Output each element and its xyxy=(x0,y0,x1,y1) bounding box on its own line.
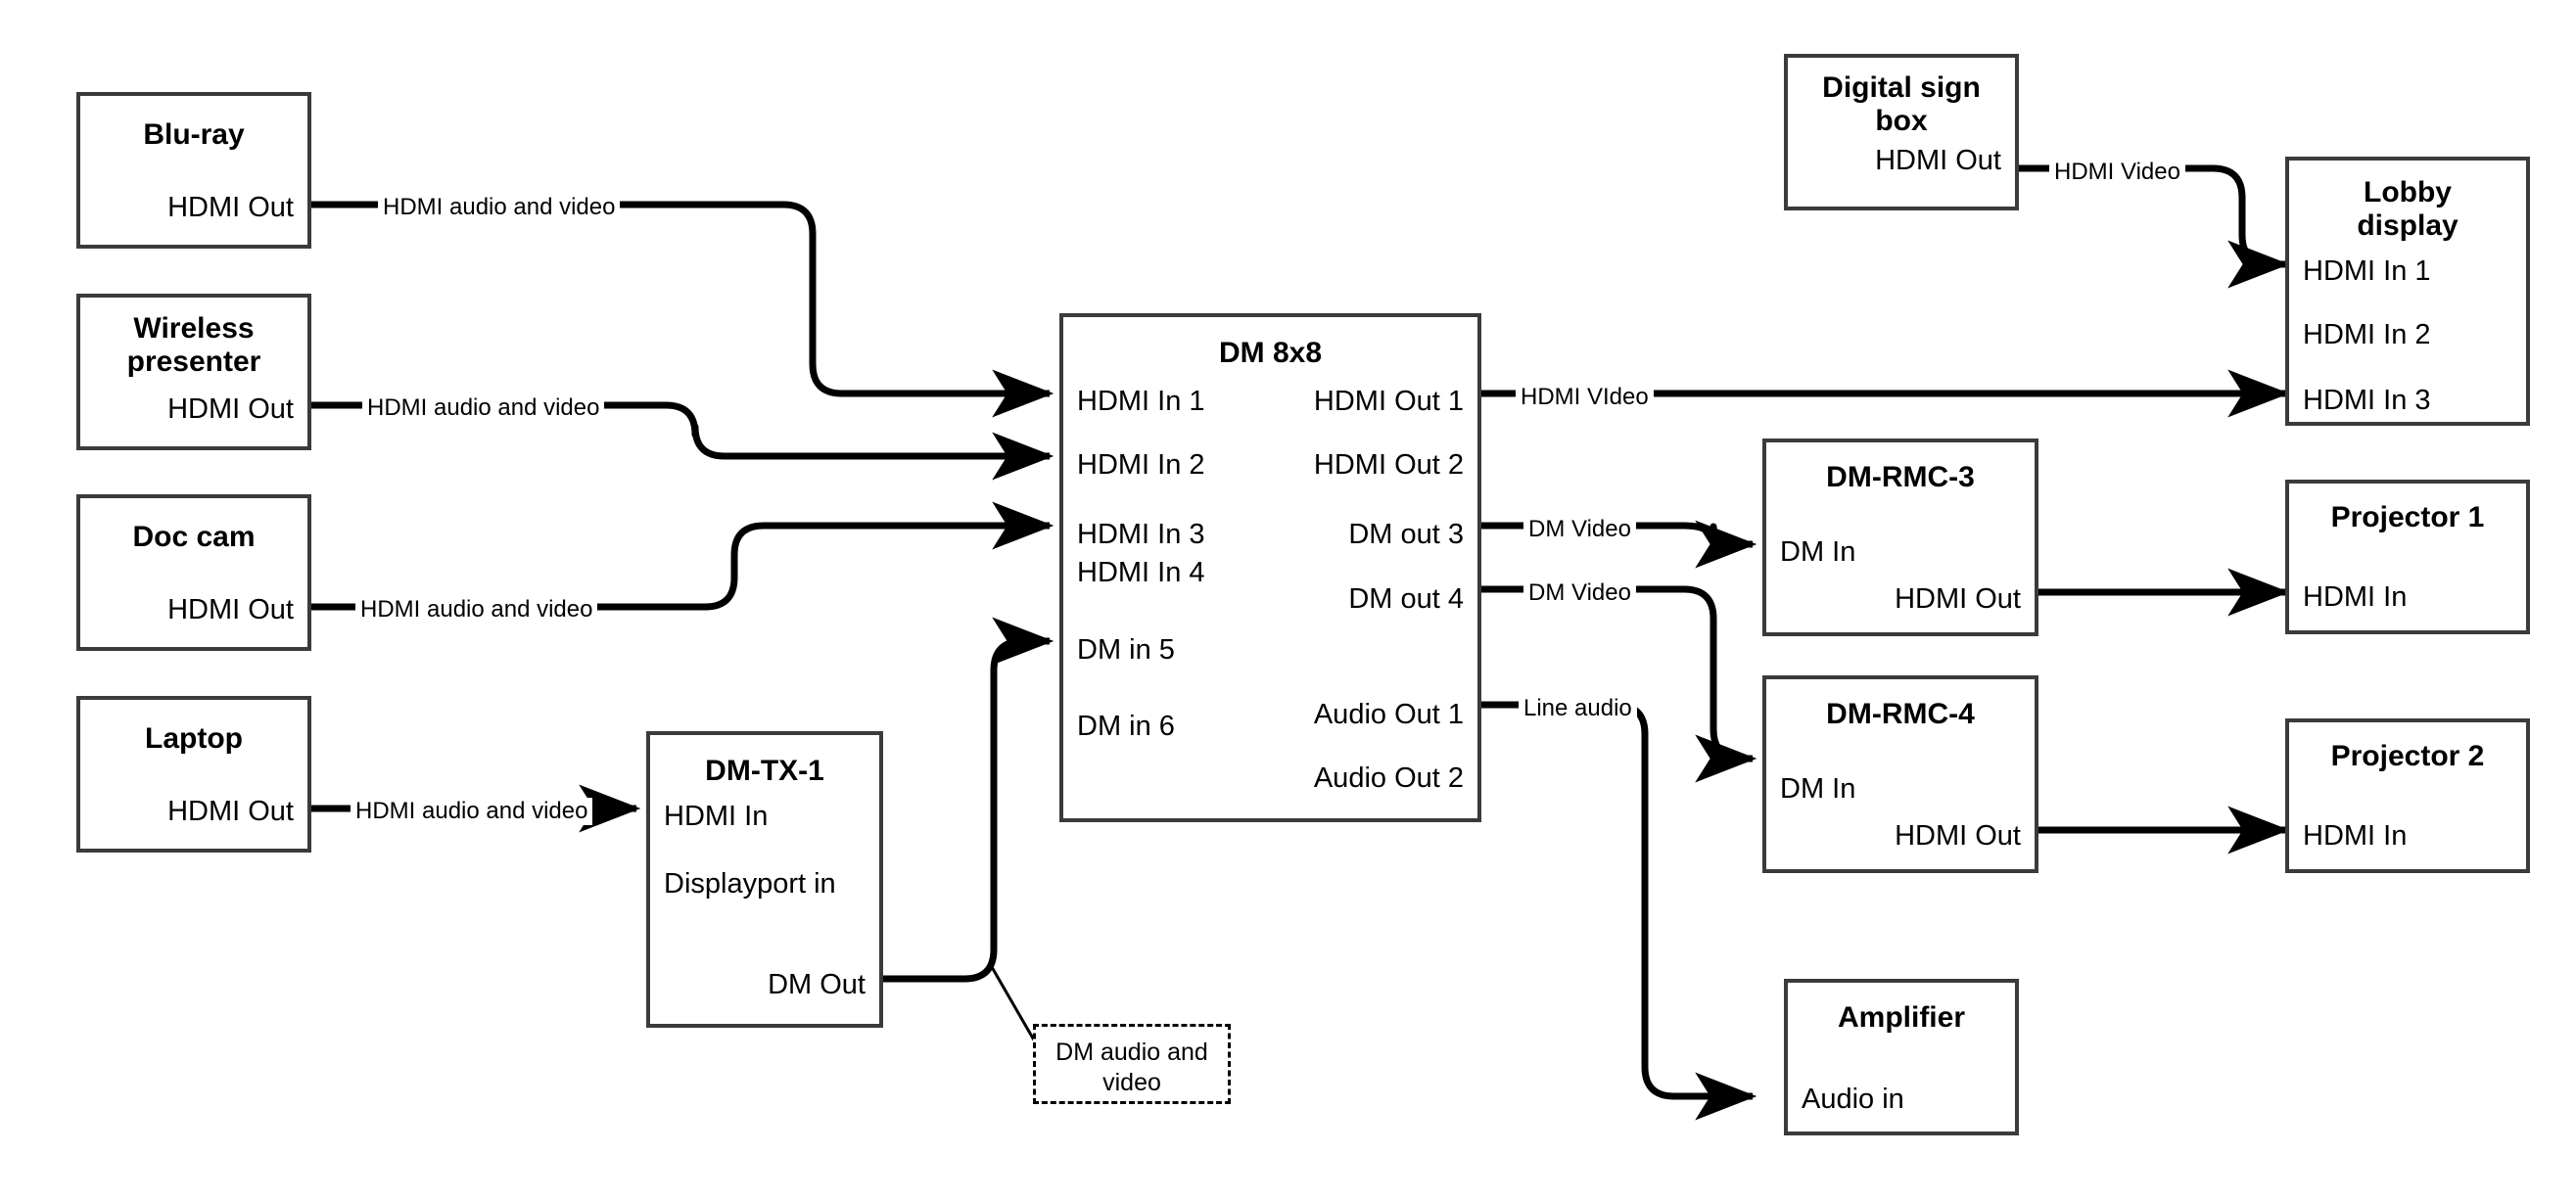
node-doc-cam-title: Doc cam xyxy=(132,521,256,553)
node-digital-sign-box-title-line2: box xyxy=(1875,105,1928,137)
callout-leader-line xyxy=(990,966,1038,1044)
node-dm-rmc-3-port-dm-in: DM In xyxy=(1780,536,1856,568)
node-amplifier[interactable]: Amplifier Audio in xyxy=(1784,979,2019,1135)
wire-label-wireless-to-hdmi-in-2: HDMI audio and video xyxy=(362,394,605,422)
node-digital-sign-box-port-hdmi-out: HDMI Out xyxy=(1875,145,2001,176)
node-doc-cam[interactable]: Doc cam HDMI Out xyxy=(76,494,311,651)
callout-dm-audio-and-video: DM audio and video xyxy=(1033,1024,1231,1104)
wire-label-hdmi-out-1-to-lobby: HDMI VIdeo xyxy=(1516,384,1654,411)
wire-dm-out-4-to-rmc4 xyxy=(1481,585,1757,783)
node-lobby-display-port-hdmi-in-1: HDMI In 1 xyxy=(2303,255,2431,287)
node-laptop-port-hdmi-out: HDMI Out xyxy=(167,796,294,827)
callout-line-2: video xyxy=(1102,1069,1161,1097)
node-projector-1-title: Projector 1 xyxy=(2330,501,2485,533)
node-wireless-presenter[interactable]: Wireless presenter HDMI Out xyxy=(76,294,311,450)
node-dm-rmc-4-title: DM-RMC-4 xyxy=(1826,698,1975,730)
node-dm-tx-1-port-hdmi-in: HDMI In xyxy=(664,801,769,832)
wire-dmtx1-to-dm-in-5 xyxy=(883,617,1054,983)
wire-label-laptop-to-dmtx1: HDMI audio and video xyxy=(351,798,593,825)
node-dm-8x8[interactable]: DM 8x8 HDMI In 1 HDMI In 2 HDMI In 3 HDM… xyxy=(1059,313,1481,822)
node-projector-2-title: Projector 2 xyxy=(2330,740,2485,772)
node-projector-1-port-hdmi-in: HDMI In xyxy=(2303,581,2408,613)
wire-audio-out-1-to-amplifier xyxy=(1481,701,1757,1121)
node-projector-1[interactable]: Projector 1 HDMI In xyxy=(2285,480,2530,634)
wire-label-dm-out-4-to-rmc4: DM Video xyxy=(1523,579,1636,607)
node-dm-rmc-4[interactable]: DM-RMC-4 DM In HDMI Out xyxy=(1762,675,2038,873)
node-dm-8x8-input-dm-in-6: DM in 6 xyxy=(1077,711,1175,742)
wire-label-audio-out-1-to-amplifier: Line audio xyxy=(1519,695,1637,722)
node-lobby-display[interactable]: Lobby display HDMI In 1 HDMI In 2 HDMI I… xyxy=(2285,157,2530,426)
node-doc-cam-port-hdmi-out: HDMI Out xyxy=(167,594,294,625)
node-dm-8x8-input-hdmi-in-3: HDMI In 3 xyxy=(1077,519,1205,550)
node-wireless-presenter-port-hdmi-out: HDMI Out xyxy=(167,393,294,425)
node-bluray-port-hdmi-out: HDMI Out xyxy=(167,192,294,223)
callout-line-1: DM audio and xyxy=(1055,1039,1208,1066)
node-dm-8x8-input-dm-in-5: DM in 5 xyxy=(1077,634,1175,666)
node-amplifier-title: Amplifier xyxy=(1837,1001,1966,1034)
node-dm-tx-1-title: DM-TX-1 xyxy=(705,755,824,787)
node-lobby-display-title-line2: display xyxy=(2357,209,2459,242)
node-dm-8x8-input-hdmi-in-4: HDMI In 4 xyxy=(1077,557,1205,588)
node-dm-8x8-input-hdmi-in-2: HDMI In 2 xyxy=(1077,449,1205,481)
node-dm-rmc-4-port-dm-in: DM In xyxy=(1780,773,1856,805)
node-bluray-title: Blu-ray xyxy=(143,118,245,151)
node-dm-tx-1-port-displayport-in: Displayport in xyxy=(664,868,836,900)
wire-label-bluray-to-hdmi-in-1: HDMI audio and video xyxy=(378,194,621,221)
node-dm-8x8-output-audio-out-1: Audio Out 1 xyxy=(1313,699,1464,730)
node-projector-2-port-hdmi-in: HDMI In xyxy=(2303,820,2408,852)
node-lobby-display-port-hdmi-in-3: HDMI In 3 xyxy=(2303,385,2431,416)
node-dm-tx-1-port-dm-out: DM Out xyxy=(768,969,866,1000)
node-dm-rmc-4-port-hdmi-out: HDMI Out xyxy=(1895,820,2021,852)
node-dm-8x8-output-audio-out-2: Audio Out 2 xyxy=(1313,762,1464,794)
node-laptop-title: Laptop xyxy=(145,722,243,755)
node-wireless-presenter-title-line2: presenter xyxy=(126,346,261,378)
node-amplifier-port-audio-in: Audio in xyxy=(1802,1084,1904,1115)
node-dm-8x8-title: DM 8x8 xyxy=(1218,337,1323,369)
node-dm-tx-1[interactable]: DM-TX-1 HDMI In Displayport in DM Out xyxy=(646,731,883,1028)
node-laptop[interactable]: Laptop HDMI Out xyxy=(76,696,311,853)
node-dm-rmc-3[interactable]: DM-RMC-3 DM In HDMI Out xyxy=(1762,439,2038,636)
node-wireless-presenter-title-line1: Wireless xyxy=(133,312,255,345)
wire-label-digitalsign-to-lobby: HDMI Video xyxy=(2049,159,2185,186)
wire-doccam-to-hdmi-in-3 xyxy=(311,501,1054,611)
node-lobby-display-title-line1: Lobby xyxy=(2364,176,2452,208)
wire-label-doccam-to-hdmi-in-3: HDMI audio and video xyxy=(355,596,598,624)
node-dm-8x8-output-dm-out-4: DM out 4 xyxy=(1348,583,1464,615)
node-dm-8x8-output-hdmi-out-1: HDMI Out 1 xyxy=(1313,386,1464,417)
wire-bluray-to-hdmi-in-1 xyxy=(311,201,1054,418)
node-bluray[interactable]: Blu-ray HDMI Out xyxy=(76,92,311,249)
node-dm-8x8-input-hdmi-in-1: HDMI In 1 xyxy=(1077,386,1205,417)
node-digital-sign-box-title-line1: Digital sign xyxy=(1822,71,1981,104)
node-dm-rmc-3-port-hdmi-out: HDMI Out xyxy=(1895,583,2021,615)
node-dm-8x8-output-hdmi-out-2: HDMI Out 2 xyxy=(1313,449,1464,481)
node-dm-rmc-3-title: DM-RMC-3 xyxy=(1826,461,1975,493)
node-digital-sign-box[interactable]: Digital sign box HDMI Out xyxy=(1784,54,2019,210)
node-lobby-display-port-hdmi-in-2: HDMI In 2 xyxy=(2303,319,2431,350)
wire-label-dm-out-3-to-rmc3: DM Video xyxy=(1523,516,1636,543)
node-dm-8x8-output-dm-out-3: DM out 3 xyxy=(1348,519,1464,550)
node-projector-2[interactable]: Projector 2 HDMI In xyxy=(2285,718,2530,873)
